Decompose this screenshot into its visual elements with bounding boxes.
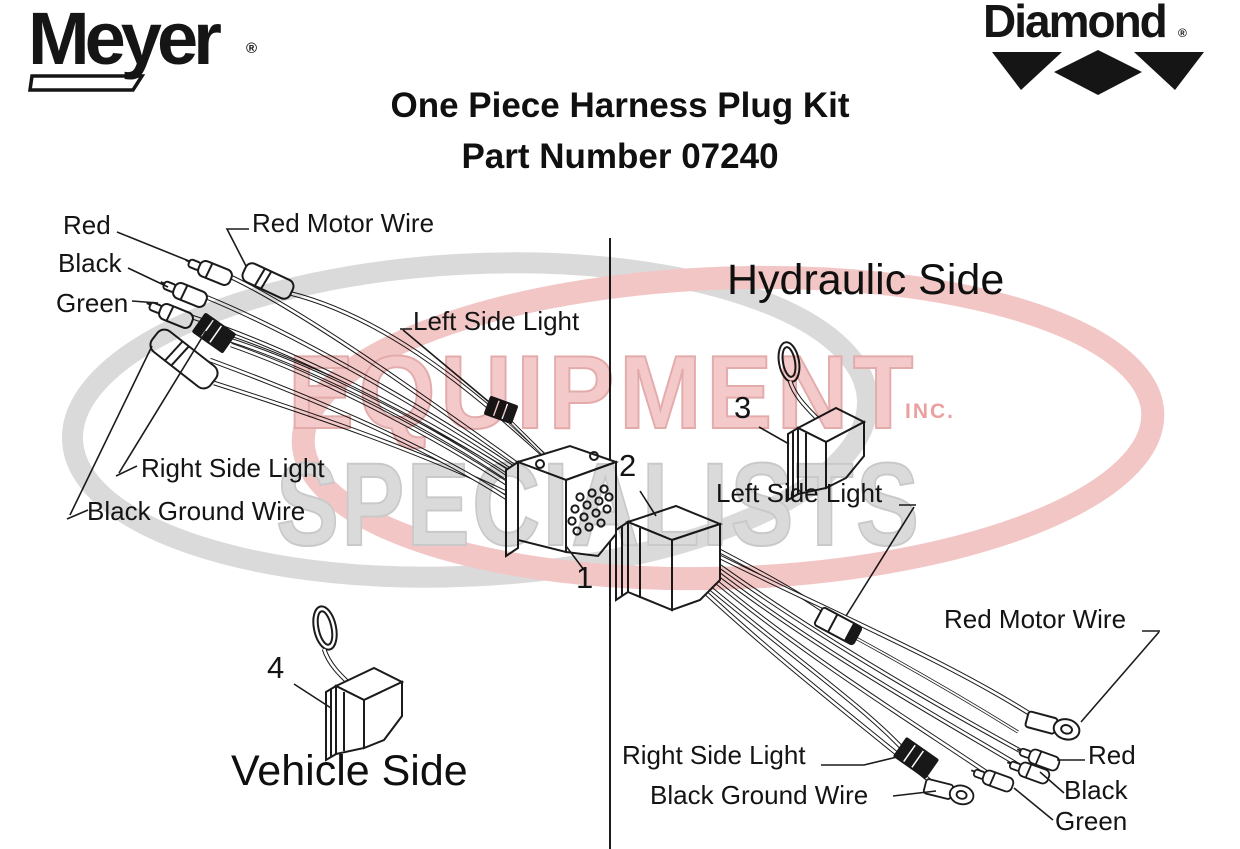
label-black-ground-wire-right: Black Ground Wire [650,780,869,810]
page-title-line2: Part Number 07240 [461,137,779,176]
label-black-ground-wire-left: Black Ground Wire [87,496,306,526]
hydraulic-side-cover-item3 [777,341,867,502]
label-green-left: Green [56,288,129,318]
red-motor-wire-ring-terminal-right [1023,708,1083,744]
label-black-left: Black [58,248,122,278]
page-title-line1: One Piece Harness Plug Kit [390,86,850,125]
vehicle-side-cover-item4 [312,605,405,762]
label-left-side-light-right: Left Side Light [716,478,883,508]
main-plug-connector-item1 [505,444,619,558]
item-number-1: 1 [576,560,594,595]
red-wire-terminal-left [181,252,235,288]
meyer-registered-mark: ® [246,40,258,57]
label-red-motor-wire-left: Red Motor Wire [252,208,435,238]
main-plug-connector-item2 [615,504,723,612]
item-number-4: 4 [267,650,285,685]
label-black-right: Black [1064,775,1128,805]
green-wire-terminal-right [967,763,1016,794]
meyer-logo-underline [27,74,146,92]
hydraulic-side-title: Hydraulic Side [727,256,1005,304]
item-number-2: 2 [619,448,637,483]
left-side-light-connector-right [813,606,863,646]
label-right-side-light-right: Right Side Light [622,740,806,770]
left-side-light-connector-left [484,396,518,424]
diamond-logo-shapes [992,50,1204,95]
label-red-left: Red [63,210,111,240]
diamond-registered-mark: ® [1178,26,1187,40]
label-right-side-light-left: Right Side Light [141,453,325,483]
label-red-motor-wire-right: Red Motor Wire [944,604,1127,634]
label-left-side-light-left: Left Side Light [413,306,580,336]
right-side-light-connector-right [893,737,939,779]
diamond-logo: Diamond [983,0,1168,47]
meyer-logo: Meyer [28,0,222,80]
item-number-3: 3 [734,390,752,425]
label-red-right: Red [1088,740,1136,770]
vehicle-side-title: Vehicle Side [231,747,468,795]
label-green-right: Green [1055,806,1128,836]
